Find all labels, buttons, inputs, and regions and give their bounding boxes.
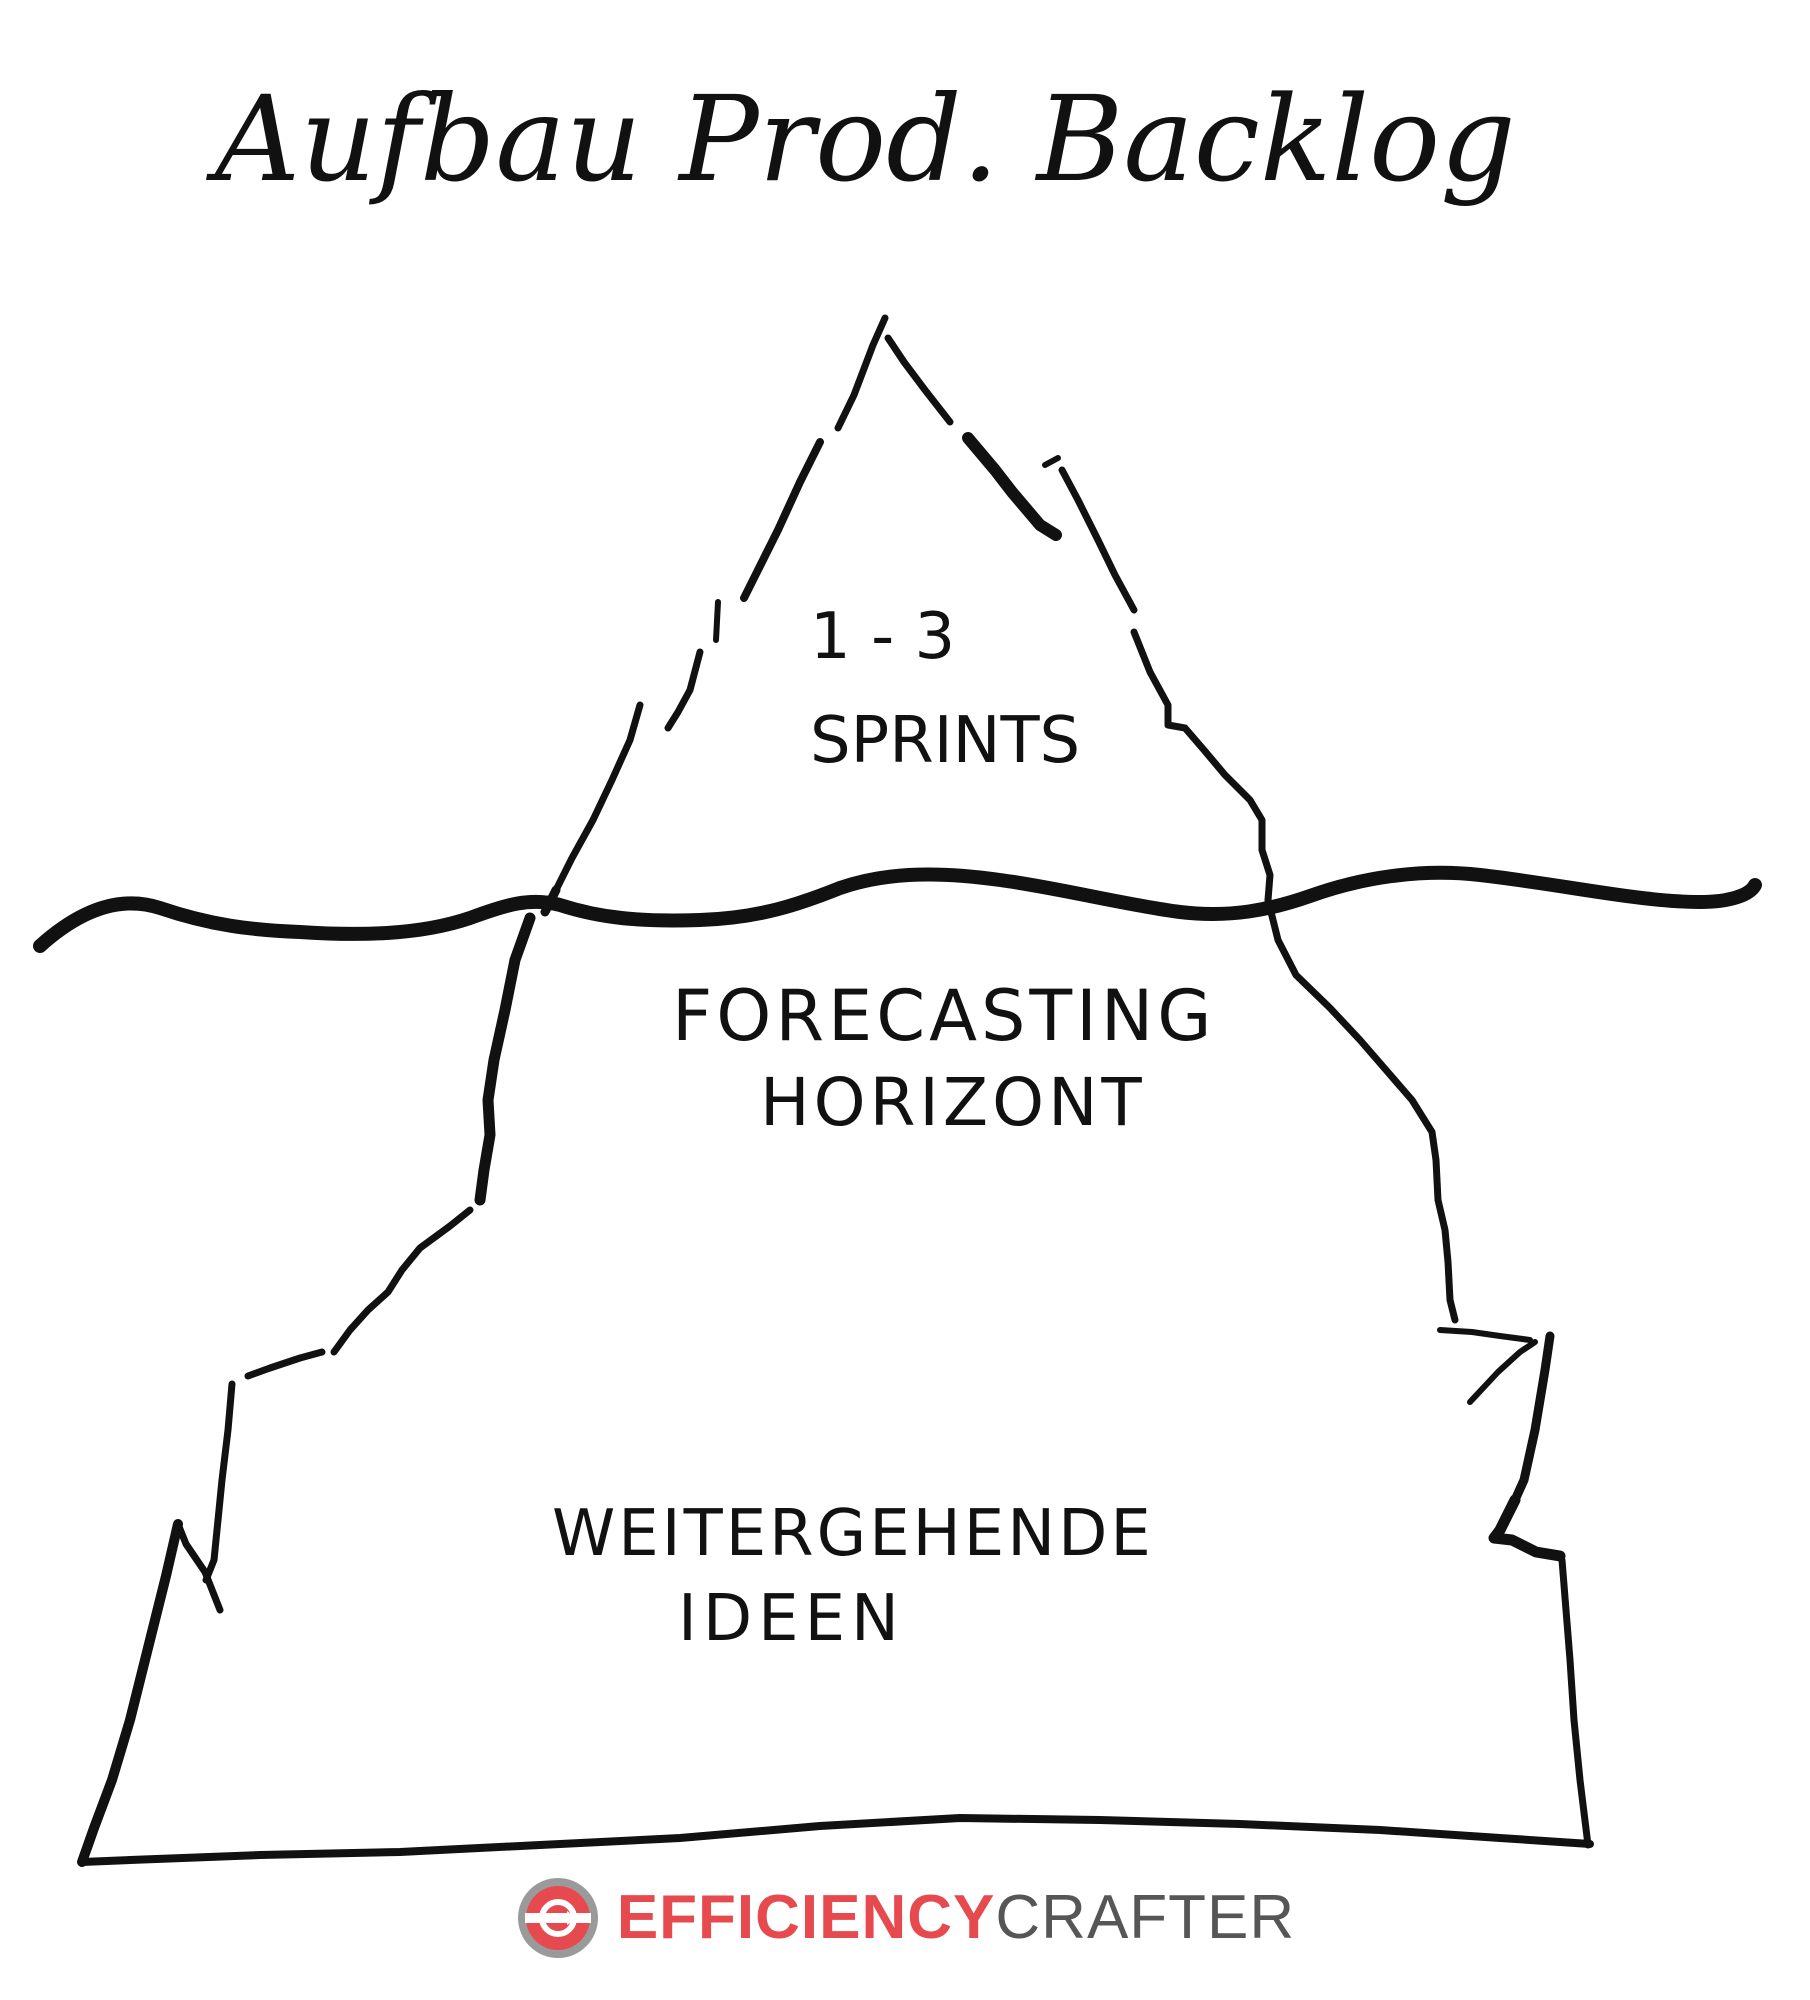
brand-name-part1: EFFICIENCY bbox=[616, 1883, 996, 1952]
iceberg-outline bbox=[33, 314, 1762, 1867]
diagram-title: Aufbau Prod. Backlog bbox=[206, 70, 1516, 208]
layer-label-ideas-line1: WEITERGEHENDE bbox=[552, 1497, 1154, 1571]
brand-name-part2: CRAFTER bbox=[995, 1883, 1296, 1952]
layer-label-forecasting-line1: FORECASTING bbox=[672, 975, 1215, 1057]
efficiencycrafter-logo-icon bbox=[515, 1875, 601, 1961]
layer-label-forecasting-line2: HORIZONT bbox=[760, 1064, 1146, 1141]
layer-label-forecasting: FORECASTING HORIZONT bbox=[672, 975, 1215, 1141]
layer-label-ideas: WEITERGEHENDE IDEEN bbox=[552, 1497, 1154, 1656]
brand-wordmark: EFFICIENCYCRAFTER bbox=[617, 1887, 1295, 1949]
layer-label-sprints-line1: 1 - 3 bbox=[810, 600, 955, 674]
layer-label-ideas-line2: IDEEN bbox=[678, 1582, 905, 1656]
layer-label-sprints: 1 - 3 SPRINTS bbox=[810, 600, 1080, 778]
brand-footer: EFFICIENCYCRAFTER bbox=[0, 1868, 1810, 1968]
layer-label-sprints-line2: SPRINTS bbox=[810, 704, 1080, 778]
